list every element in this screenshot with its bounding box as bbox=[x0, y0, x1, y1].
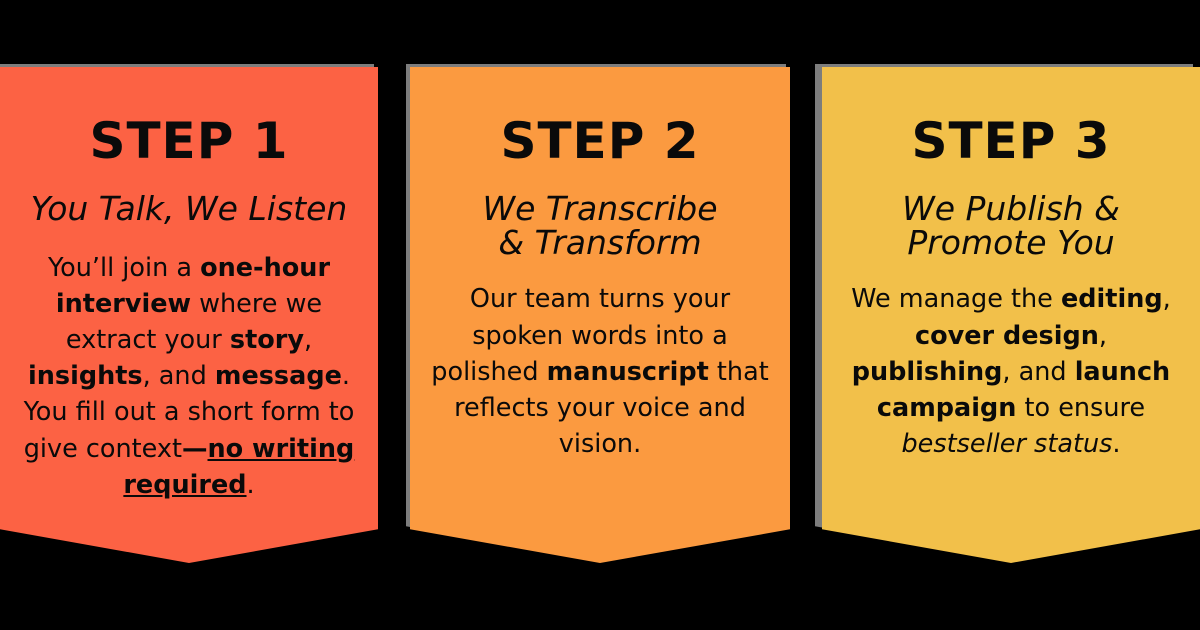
step-subtitle-1: You Talk, We Listen bbox=[30, 189, 348, 228]
step-card-1[interactable]: STEP 1 You Talk, We Listen You’ll join a… bbox=[0, 67, 378, 563]
step-title-3: STEP 3 bbox=[911, 112, 1111, 170]
step-body-3: We manage the editing, cover design, pub… bbox=[851, 284, 1171, 460]
step-body-1: You’ll join a one-hour interview where w… bbox=[23, 252, 355, 500]
step-card-2[interactable]: STEP 2 We Transcribe & Transform Our tea… bbox=[410, 67, 790, 563]
step-card-3[interactable]: STEP 3 We Publish & Promote You We manag… bbox=[822, 67, 1200, 563]
step-subtitle-3: We Publish & Promote You bbox=[902, 189, 1120, 262]
step-body-2: Our team turns your spoken words into a … bbox=[431, 284, 769, 460]
step-subtitle-2: We Transcribe & Transform bbox=[482, 189, 718, 262]
step-title-2: STEP 2 bbox=[500, 112, 700, 170]
step-title-1: STEP 1 bbox=[89, 112, 289, 170]
